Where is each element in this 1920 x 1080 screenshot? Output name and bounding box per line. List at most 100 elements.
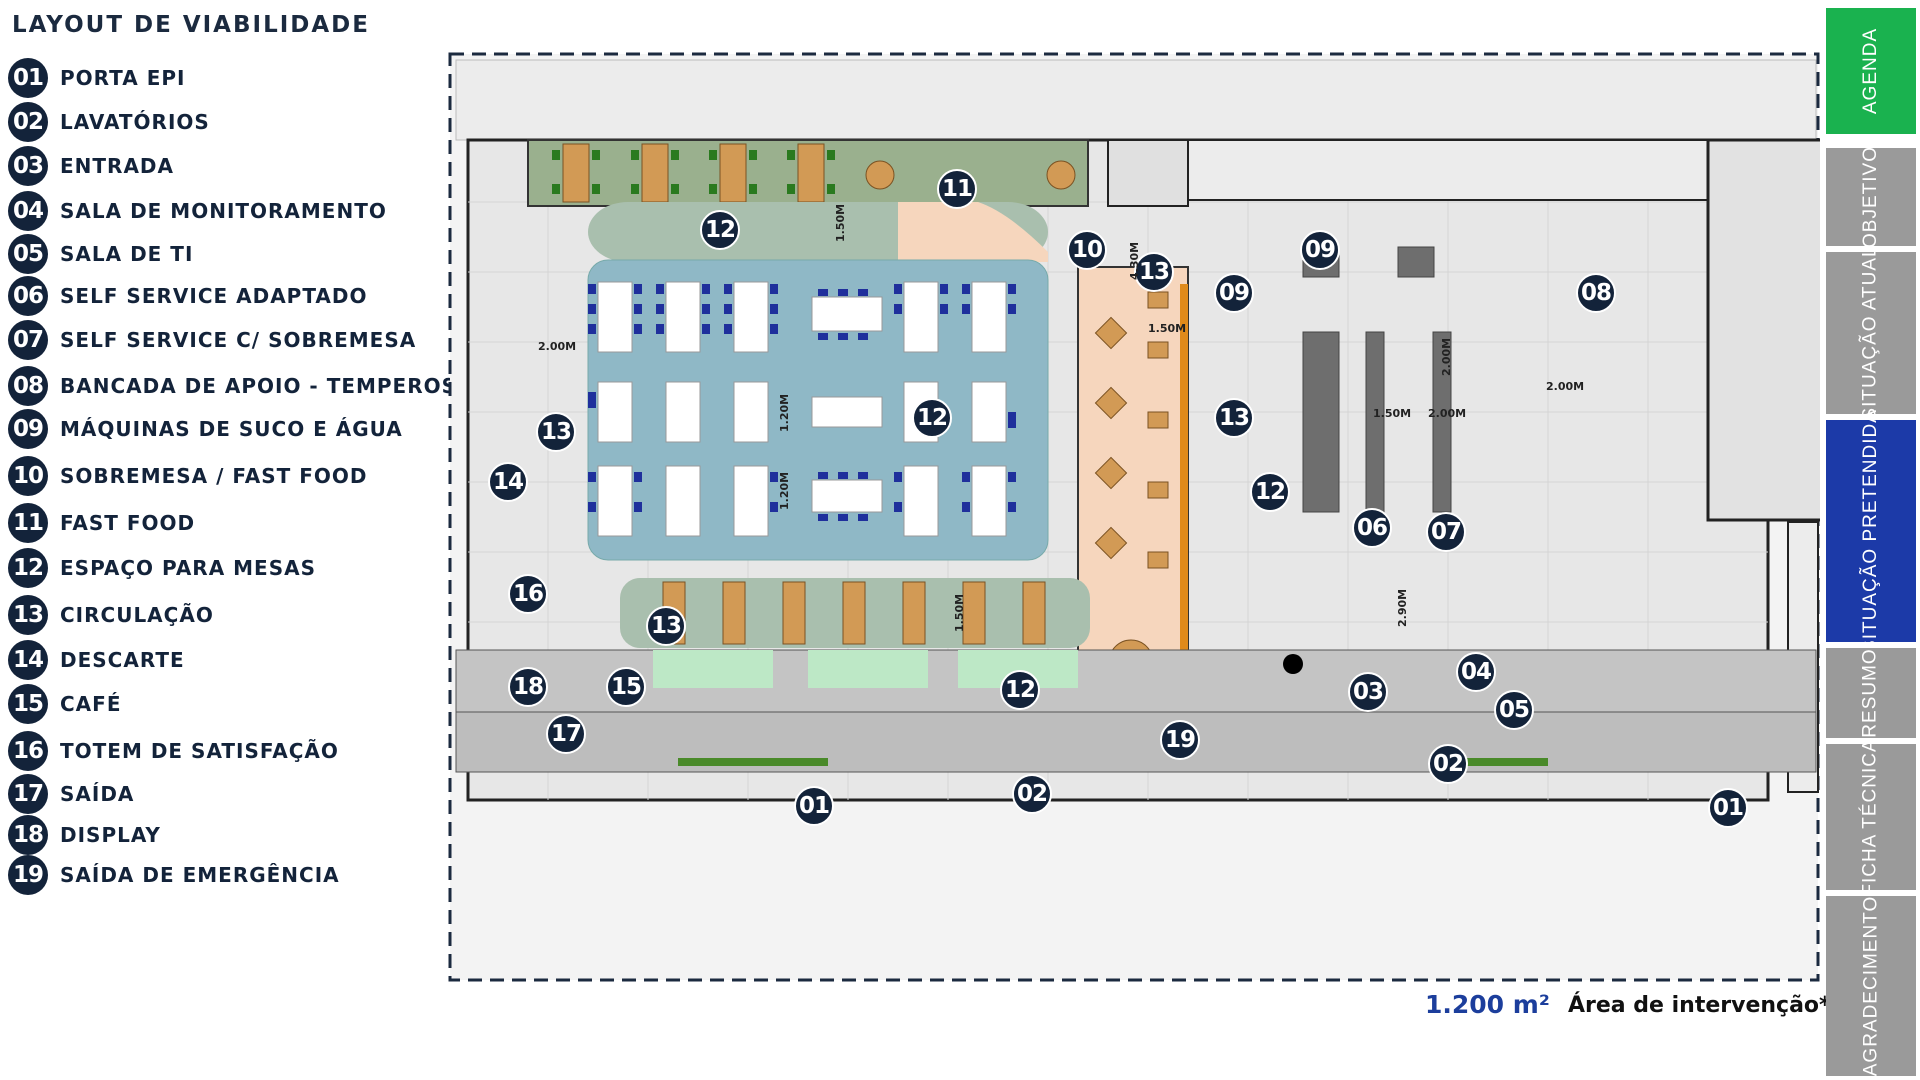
peach-tables: [1094, 291, 1169, 569]
legend-item: 11 FAST FOOD: [8, 501, 195, 545]
plan-marker: 07: [1426, 512, 1466, 552]
nav-tab-resumo[interactable]: RESUMO: [1826, 648, 1916, 738]
legend-label: BANCADA DE APOIO - TEMPEROS: [60, 374, 458, 398]
plan-marker: 12: [1000, 670, 1040, 710]
legend-item: 19 SAÍDA DE EMERGÊNCIA: [8, 853, 340, 897]
legend-number-badge: 06: [8, 276, 48, 316]
area-label: Área de intervenção*: [1568, 993, 1831, 1018]
plan-marker: 09: [1214, 273, 1254, 313]
dimension-label: 1.50M: [834, 203, 847, 242]
nav-tab-ficha-t-cnica[interactable]: FICHA TÉCNICA: [1826, 738, 1916, 896]
dimension-label: 1.50M: [1373, 407, 1412, 420]
nav-tab-situa-o-atual[interactable]: SITUAÇÃO ATUAL: [1826, 245, 1916, 421]
plan-marker: 12: [1250, 472, 1290, 512]
legend-label: DESCARTE: [60, 648, 185, 672]
dimension-label: 2.00M: [1428, 407, 1467, 420]
nav-tab-agenda[interactable]: AGENDA: [1826, 8, 1916, 134]
plan-marker: 18: [508, 667, 548, 707]
legend-label: PORTA EPI: [60, 66, 186, 90]
plan-marker: 15: [606, 667, 646, 707]
legend-number-badge: 08: [8, 366, 48, 406]
plan-marker: 09: [1300, 230, 1340, 270]
dimension-label: 1.20M: [778, 471, 791, 510]
legend-label: SALA DE TI: [60, 242, 194, 266]
legend-item: 02 LAVATÓRIOS: [8, 100, 210, 144]
plan-marker: 01: [794, 786, 834, 826]
legend-title: LAYOUT DE VIABILIDADE: [12, 12, 370, 38]
top-chairs: [552, 150, 835, 194]
nav-tab-label: OBJETIVO: [1860, 146, 1881, 248]
dimension-label: 2.00M: [1546, 380, 1585, 393]
legend-number-badge: 07: [8, 320, 48, 360]
legend-number-badge: 15: [8, 684, 48, 724]
legend-item: 06 SELF SERVICE ADAPTADO: [8, 274, 368, 318]
peach-corridor: [1077, 266, 1189, 698]
dimension-label: 2.00M: [538, 340, 577, 353]
legend-label: SELF SERVICE C/ SOBREMESA: [60, 328, 417, 352]
legend-label: ESPAÇO PARA MESAS: [60, 556, 317, 580]
plan-marker: 16: [508, 574, 548, 614]
nav-tab-objetivo[interactable]: OBJETIVO: [1826, 146, 1916, 248]
legend-number-badge: 14: [8, 640, 48, 680]
plan-marker: 13: [1214, 398, 1254, 438]
nav-tab-label: SITUAÇÃO ATUAL: [1860, 245, 1881, 421]
top-strip: [455, 59, 1817, 141]
blue-chairs: [588, 284, 1016, 521]
nav-tab-label: SITUAÇÃO PRETENDIDA: [1860, 409, 1881, 653]
plan-marker: 03: [1348, 672, 1388, 712]
plan-marker: 01: [1708, 788, 1748, 828]
nav-tab-label: FICHA TÉCNICA: [1860, 738, 1881, 896]
bottom-wood-tables: [662, 581, 1046, 645]
area-value: 1.200 m²: [1425, 990, 1550, 1019]
dimension-label: 2.00M: [1440, 337, 1453, 376]
nav-tab-label: AGENDA: [1860, 27, 1881, 115]
legend-label: SELF SERVICE ADAPTADO: [60, 284, 368, 308]
plan-marker: 06: [1352, 508, 1392, 548]
legend-number-badge: 01: [8, 58, 48, 98]
plan-marker: 13: [536, 412, 576, 452]
dimension-label: 1.50M: [953, 593, 966, 632]
legend-label: FAST FOOD: [60, 511, 196, 535]
legend-number-badge: 19: [8, 855, 48, 895]
legend-number-badge: 12: [8, 548, 48, 588]
plan-marker: 02: [1428, 744, 1468, 784]
legend-number-badge: 18: [8, 815, 48, 855]
plan-marker: 04: [1456, 652, 1496, 692]
top-wood-tables: [562, 143, 825, 203]
legend-label: SAÍDA DE EMERGÊNCIA: [60, 863, 340, 887]
legend-item: 07 SELF SERVICE C/ SOBREMESA: [8, 318, 416, 362]
legend-label: CIRCULAÇÃO: [60, 603, 214, 627]
legend-label: MÁQUINAS DE SUCO E ÁGUA: [60, 417, 403, 441]
legend-label: SAÍDA: [60, 782, 135, 806]
dimension-label: 2.90M: [1396, 588, 1409, 627]
legend-number-badge: 02: [8, 102, 48, 142]
dimension-label: 1.20M: [778, 393, 791, 432]
legend-label: LAVATÓRIOS: [60, 110, 210, 134]
counters: [1302, 246, 1452, 513]
plan-marker: 11: [937, 169, 977, 209]
plan-marker: 10: [1067, 230, 1107, 270]
legend-item: 12 ESPAÇO PARA MESAS: [8, 546, 316, 590]
plan-marker: 05: [1494, 690, 1534, 730]
plan-marker: 19: [1160, 720, 1200, 760]
nav-tab-label: RESUMO: [1860, 648, 1881, 738]
legend-item: 14 DESCARTE: [8, 638, 185, 682]
legend-label: CAFÉ: [60, 692, 122, 716]
nav-tab-agradecimento[interactable]: AGRADECIMENTO: [1826, 896, 1916, 1076]
outer-corridor: [455, 711, 1817, 773]
legend-number-badge: 04: [8, 191, 48, 231]
legend-item: 08 BANCADA DE APOIO - TEMPEROS: [8, 364, 457, 408]
dimension-label: 1.50M: [1148, 322, 1187, 335]
legend-number-badge: 11: [8, 503, 48, 543]
plan-marker: 14: [488, 462, 528, 502]
nav-tab-situa-o-pretendida[interactable]: SITUAÇÃO PRETENDIDA: [1826, 409, 1916, 653]
nav-tab-label: AGRADECIMENTO: [1860, 895, 1882, 1077]
